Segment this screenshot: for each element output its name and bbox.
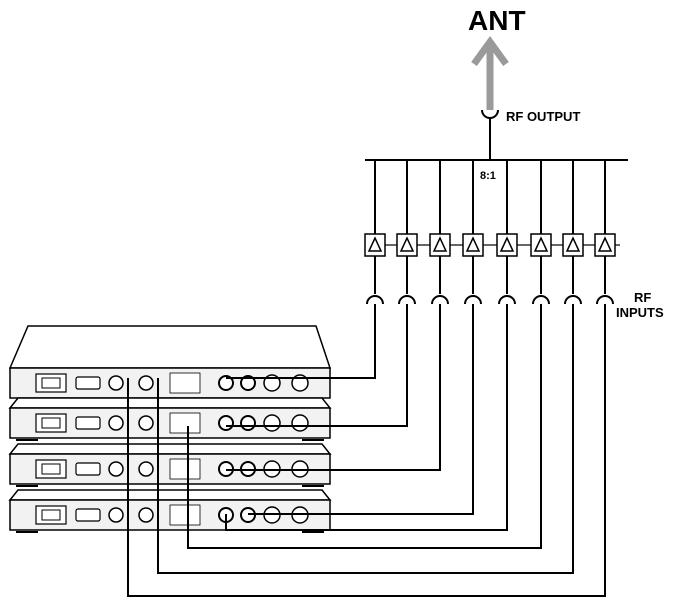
- rf-cable-8: [127, 304, 606, 597]
- power-inlet-socket: [41, 463, 61, 475]
- serial-port-icon: [75, 462, 101, 476]
- receiver-top-lid: [8, 443, 332, 455]
- rf-inputs-label-line1: RF: [634, 290, 651, 305]
- rf-cable-4: [248, 304, 474, 515]
- audio-connector-icon: [108, 375, 124, 391]
- receiver-unit-1: [8, 325, 332, 401]
- amplifier-channel-2: [396, 160, 430, 305]
- rf-cable-2: [226, 304, 408, 427]
- rf-output-label: RF OUTPUT: [506, 109, 580, 124]
- rf-inputs-label-line2: INPUTS: [616, 305, 664, 320]
- rf-input-connector-icon: [398, 295, 416, 305]
- amplifier-triangle-icon: [367, 236, 383, 252]
- rf-input-connector-icon: [431, 295, 449, 305]
- receiver-unit-4: [8, 489, 332, 533]
- info-label-plate: [169, 458, 201, 480]
- audio-connector-icon: [138, 415, 154, 431]
- bnc-connector-icon: [218, 375, 234, 391]
- rf-cable-7: [157, 304, 574, 574]
- rf-input-connector-icon: [464, 295, 482, 305]
- serial-port-icon: [75, 376, 101, 390]
- serial-port-icon: [75, 416, 101, 430]
- audio-connector-icon: [138, 507, 154, 523]
- audio-connector-icon: [108, 415, 124, 431]
- rf-cable-5: [225, 304, 508, 531]
- amplifier-triangle-icon: [465, 236, 481, 252]
- output-connector-icon: [291, 414, 309, 432]
- rf-input-connector-icon: [498, 295, 516, 305]
- amplifier-channel-3: [429, 160, 463, 305]
- antenna-arrow-icon: [471, 36, 509, 110]
- power-inlet-socket: [41, 509, 61, 521]
- amplifier-channels: [364, 160, 620, 305]
- receiver-top-lid: [8, 489, 332, 501]
- bnc-connector-icon: [240, 415, 256, 431]
- antenna-label: ANT: [468, 5, 526, 36]
- amplifier-triangle-icon: [499, 236, 515, 252]
- info-label-plate: [169, 504, 201, 526]
- amplifier-triangle-icon: [533, 236, 549, 252]
- rf-input-connector-icon: [366, 295, 384, 305]
- audio-connector-icon: [108, 461, 124, 477]
- info-label-plate: [169, 412, 201, 434]
- amplifier-channel-4: [462, 160, 497, 305]
- receiver-stack: [8, 325, 332, 533]
- receiver-unit-2: [8, 397, 332, 441]
- bnc-connector-icon: [218, 415, 234, 431]
- receiver-top-lid: [8, 397, 332, 409]
- serial-port-icon: [75, 508, 101, 522]
- amplifier-channel-6: [530, 160, 563, 305]
- power-inlet-socket: [41, 377, 61, 389]
- amplifier-triangle-icon: [565, 236, 581, 252]
- rf-output-connector-icon: [481, 109, 499, 160]
- amplifier-triangle-icon: [597, 236, 613, 252]
- rf-cable-6: [187, 304, 542, 549]
- amplifier-channel-7: [562, 160, 595, 305]
- audio-connector-icon: [138, 461, 154, 477]
- splitter-ratio-label: 8:1: [480, 170, 496, 182]
- info-label-plate: [169, 372, 201, 394]
- bnc-connector-icon: [240, 375, 256, 391]
- amplifier-channel-1: [364, 160, 397, 305]
- output-connector-icon: [263, 414, 281, 432]
- receiver-unit-3: [8, 443, 332, 487]
- rf-cables: [127, 304, 606, 597]
- amplifier-triangle-icon: [399, 236, 415, 252]
- audio-connector-icon: [138, 375, 154, 391]
- rf-input-connector-icon: [564, 295, 582, 305]
- rf-cable-3: [226, 304, 441, 471]
- audio-connector-icon: [108, 507, 124, 523]
- power-inlet-socket: [41, 417, 61, 429]
- amplifier-triangle-icon: [432, 236, 448, 252]
- rf-input-connector-icon: [596, 295, 614, 305]
- rf-input-connector-icon: [532, 295, 550, 305]
- amplifier-channel-8: [594, 160, 616, 305]
- receiver-top-lid: [8, 325, 332, 369]
- rf-cable-1: [226, 304, 376, 379]
- amplifier-channel-5: [496, 160, 531, 305]
